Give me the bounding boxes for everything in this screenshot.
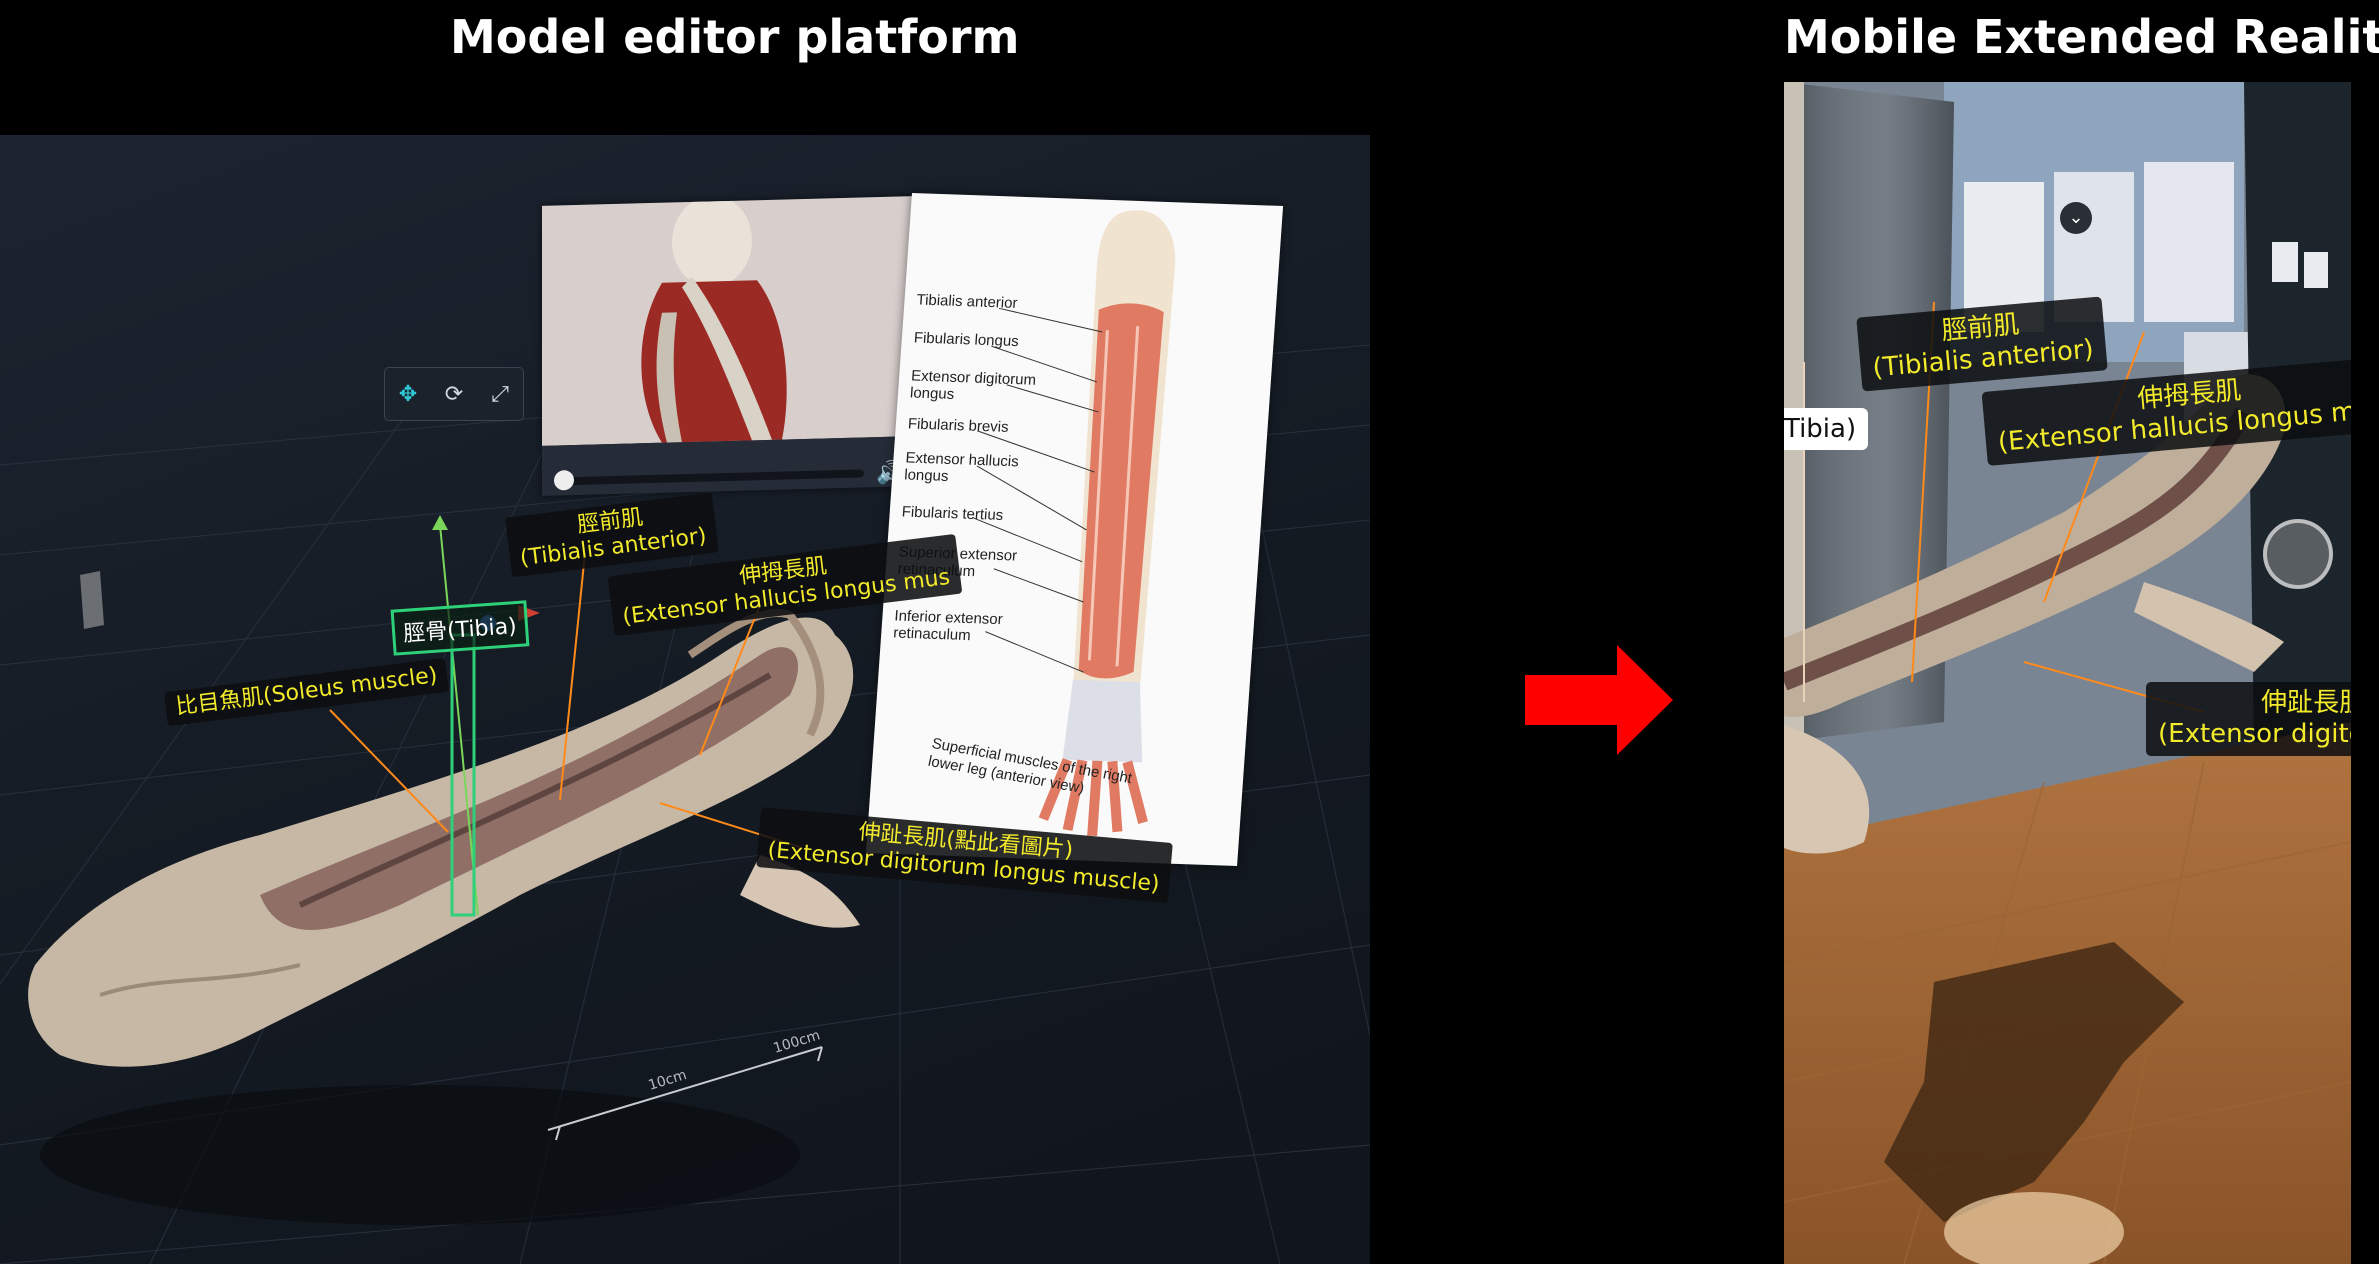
video-progress-bar[interactable]	[564, 469, 864, 486]
scale-ruler	[547, 1046, 823, 1141]
scale-tool-icon[interactable]: ⤢	[491, 381, 509, 407]
editor-viewport[interactable]: 10cm 100cm ✥ ⟳ ⤢ 🔊	[0, 135, 1370, 1264]
ar-label-extensor-digitorum[interactable]: 伸趾長肌( (Extensor digitor	[2146, 682, 2351, 756]
distant-object	[80, 571, 104, 629]
editor-scene: 10cm 100cm	[0, 329, 1370, 1264]
transition-arrow	[1525, 645, 1673, 755]
model-shadow	[40, 1085, 800, 1225]
anat-label: Tibialis anterior	[915, 291, 1019, 312]
video-controls: 🔊	[542, 436, 914, 496]
rotate-tool-icon[interactable]: ⟳	[444, 381, 464, 407]
video-panel[interactable]: 🔊	[542, 196, 914, 496]
anat-label: Inferior extensor retinaculum	[892, 607, 1004, 645]
editor-title: Model editor platform	[450, 10, 1020, 64]
ar-tibia-label[interactable]: Tibia)	[1784, 408, 1869, 450]
ar-scene	[1784, 82, 2351, 1264]
move-tool-icon[interactable]: ✥	[398, 381, 418, 407]
video-frame	[542, 196, 914, 446]
capture-button[interactable]	[2263, 519, 2333, 589]
leader-lines	[329, 552, 801, 848]
ar-camera-view[interactable]: ⌄ Tibia) 脛前肌 (Tibialis anterior) 伸拇長肌 (E…	[1784, 82, 2351, 1264]
leg-model	[28, 609, 860, 1067]
video-progress-knob[interactable]	[554, 470, 574, 491]
gizmo-toolbar: ✥ ⟳ ⤢	[384, 367, 524, 421]
anat-label: Fibularis longus	[913, 329, 1020, 351]
anat-label: Extensor hallucis longus	[903, 449, 1020, 485]
scale-mark-100cm: 100cm	[771, 1027, 822, 1056]
tibia-selection-tag[interactable]: 脛骨(Tibia)	[390, 600, 530, 656]
anat-label: Extensor digitorum longus	[909, 367, 1037, 403]
anat-label: Fibularis tertius	[901, 503, 1004, 524]
image-panel[interactable]: Tibialis anterior Fibularis longus Exten…	[865, 193, 1284, 866]
chevron-down-icon[interactable]: ⌄	[2060, 202, 2092, 234]
ar-title: Mobile Extended Reality	[1784, 10, 2379, 64]
anat-label: Fibularis brevis	[907, 415, 1010, 436]
